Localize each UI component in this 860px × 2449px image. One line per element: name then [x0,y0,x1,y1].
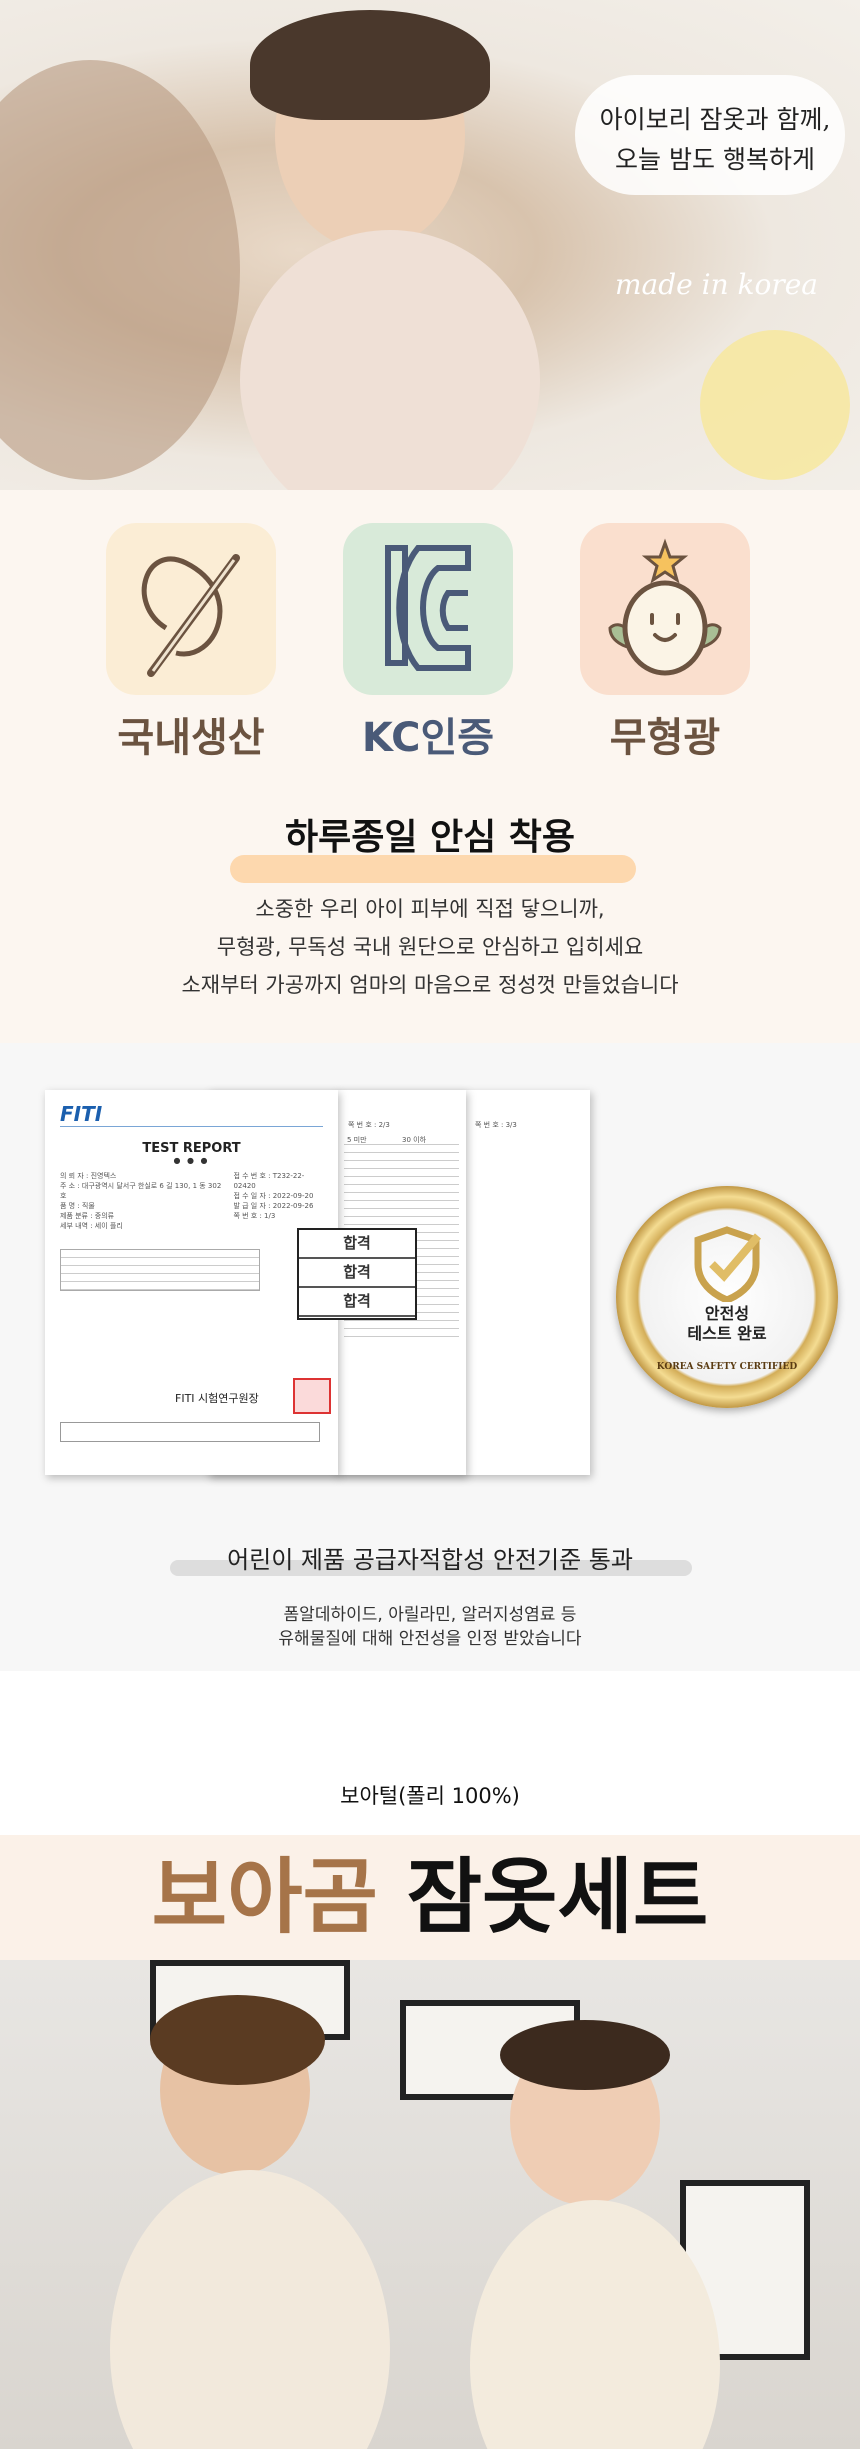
report-title: TEST REPORT [142,1141,241,1156]
child-hair [250,10,490,120]
report-fields-right: 접 수 번 호 : T232-22-02420 접 수 일 자 : 2022-09… [233,1171,323,1231]
kc-mark-icon [343,523,513,695]
girl-pajamas [470,2200,720,2449]
smiling-sprout-icon [580,523,750,695]
badge-line: 테스트 완료 [687,1324,767,1343]
cell: 30 이하 [402,1136,427,1144]
pass-label: 합격 [299,1288,415,1317]
speech-bubble-text: 아이보리 잠옷과 함께, 오늘 밤도 행복하게 [590,100,840,180]
field: 제품 분류 : 중의류 [60,1212,115,1220]
made-in-korea: made in korea [615,268,818,301]
badge-line: 안전성 [704,1304,750,1323]
field: 발 급 일 자 : 2022-09-26 [233,1202,314,1210]
bubble-line: 아이보리 잠옷과 함께, [599,105,831,134]
document-notice [60,1422,320,1442]
cell: 5 미만 [347,1136,367,1144]
flower [700,330,850,480]
field: 접 수 번 호 : T232-22-02420 [233,1172,305,1190]
field: 주 소 : 대구광역시 달서구 한실로 6 길 130, 1 동 302 호 [60,1182,222,1200]
safety-body: 소중한 우리 아이 피부에 직접 닿으니까, 무형광, 무독성 국내 원단으로 … [0,890,860,1004]
pass-results: 합격 합격 합격 [297,1228,417,1320]
page-number: 쪽 번 호 : 2/3 [348,1121,390,1129]
speech-bubble [575,75,845,195]
detail-line: 유해물질에 대해 안전성을 인정 받았습니다 [278,1629,582,1649]
field: 접 수 일 자 : 2022-09-20 [233,1192,314,1200]
heading-highlight [230,855,636,883]
field: 쪽 번 호 : 1/3 [233,1212,276,1220]
signer: FITI 시험연구원장 [175,1392,259,1405]
field: 세부 내역 : 세이 플리 [60,1222,123,1230]
hero-photo [0,0,860,490]
body-line: 소재부터 가공까지 엄마의 마음으로 정성껏 만들었습니다 [181,973,679,997]
field: 의 뢰 자 : 진영텍스 [60,1172,117,1180]
child-pajamas [240,230,540,490]
dots: ● ● ● [173,1156,210,1165]
shield-check-icon [694,1226,762,1302]
bubble-line: 오늘 밤도 행복하게 [615,145,815,174]
field: 품 명 : 직물 [60,1202,95,1210]
feature-label: 무형광 [609,715,721,761]
certification-detail: 폼알데하이드, 아릴라민, 알러지성염료 등 유해물질에 대해 안전성을 인정 … [0,1603,860,1651]
body-line: 무형광, 무독성 국내 원단으로 안심하고 입히세요 [216,935,644,959]
girl-hair [500,2020,670,2090]
certification-caption: 어린이 제품 공급자적합성 안전기준 통과 [227,1546,633,1574]
feature-label: KC인증 [361,715,495,761]
boy-pajamas [110,2170,390,2449]
title-accent: 보아곰 [151,1850,378,1945]
test-table [60,1249,260,1291]
pass-label: 합격 [299,1259,415,1288]
title-rest: 잠옷세트 [406,1850,709,1945]
fiti-logo: FITI [60,1102,103,1126]
title-band [0,1835,860,1960]
material-label: 보아털(폴리 100%) [340,1784,520,1808]
needle-thread-icon [106,523,276,695]
product-title: 보아곰 잠옷세트 [0,1840,860,1955]
page-number: 쪽 번 호 : 3/3 [475,1121,517,1129]
pass-label: 합격 [299,1230,415,1259]
badge-ring-text: KOREA SAFETY CERTIFIED [656,1362,798,1372]
mirror-reflection [0,60,240,480]
product-photo [0,1960,860,2449]
body-line: 소중한 우리 아이 피부에 직접 닿으니까, [255,897,605,921]
safety-heading: 하루종일 안심 착용 [284,817,576,858]
boy-hair [150,1995,325,2085]
caption-highlight [170,1560,692,1576]
feature-label: 국내생산 [117,715,265,761]
seal-stamp [293,1378,331,1414]
detail-line: 폼알데하이드, 아릴라민, 알러지성염료 등 [283,1605,577,1625]
